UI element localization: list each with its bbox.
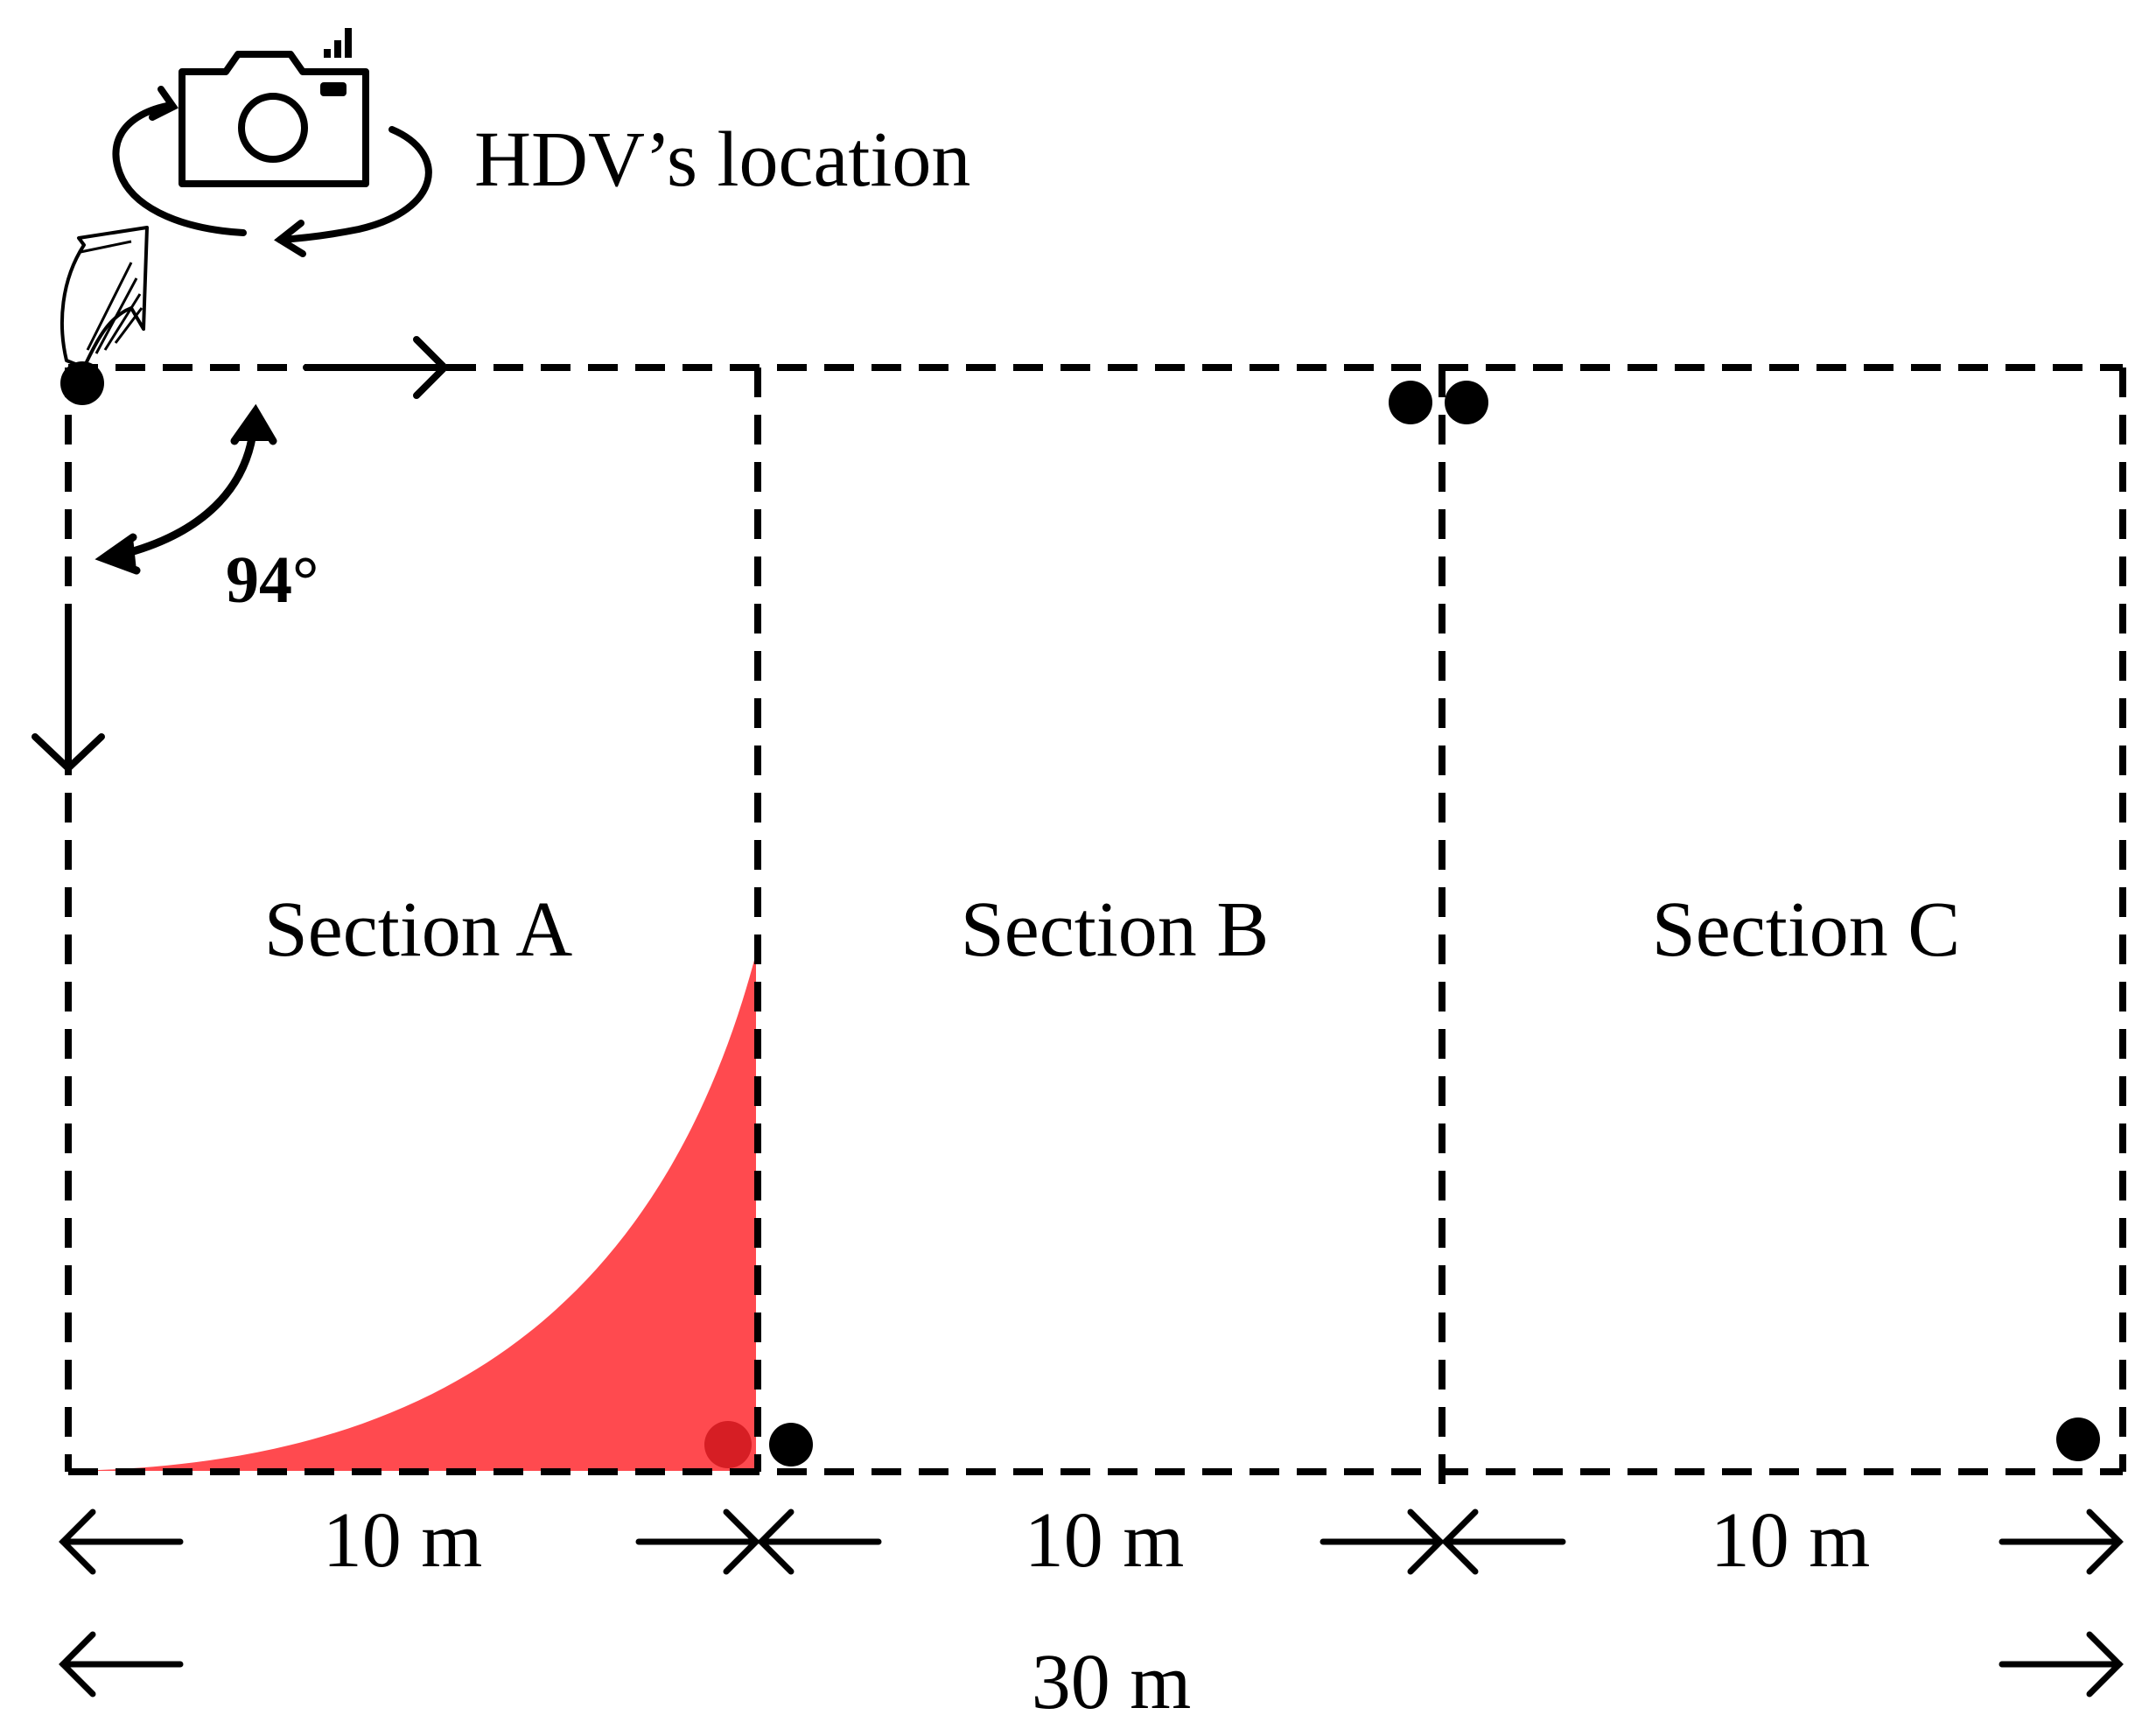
section-a-label: Section A: [264, 886, 573, 973]
section-b-width-label: 10 m: [1025, 1497, 1185, 1584]
marker-bottom-c-right: [2056, 1418, 2100, 1461]
total-width-label: 30 m: [1032, 1639, 1192, 1726]
dimension-arrows: [59, 1508, 2124, 1698]
section-b-label: Section B: [961, 886, 1270, 973]
markers: [60, 361, 2100, 1466]
camera-angle-label: 94°: [226, 543, 318, 617]
marker-origin: [60, 361, 104, 405]
camera-location-label: HDV’s location: [474, 116, 970, 203]
angle-arrow-icon: [94, 403, 277, 575]
marker-bottom-b-left: [769, 1423, 813, 1466]
rotation-arrow-icon: [112, 86, 432, 257]
view-direction-arrow-icon: [60, 226, 149, 369]
camera-icon: [178, 28, 369, 187]
marker-top-c-left: [1445, 381, 1488, 424]
section-c-width-label: 10 m: [1711, 1497, 1871, 1584]
marker-top-b-right: [1389, 381, 1432, 424]
y-axis-arrow-icon: [32, 626, 105, 774]
highlight-marker: [704, 1421, 752, 1468]
highlight-region: [70, 954, 756, 1471]
x-axis-arrow-icon: [303, 336, 450, 399]
section-a-width-label: 10 m: [323, 1497, 483, 1584]
section-c-label: Section C: [1652, 886, 1961, 973]
